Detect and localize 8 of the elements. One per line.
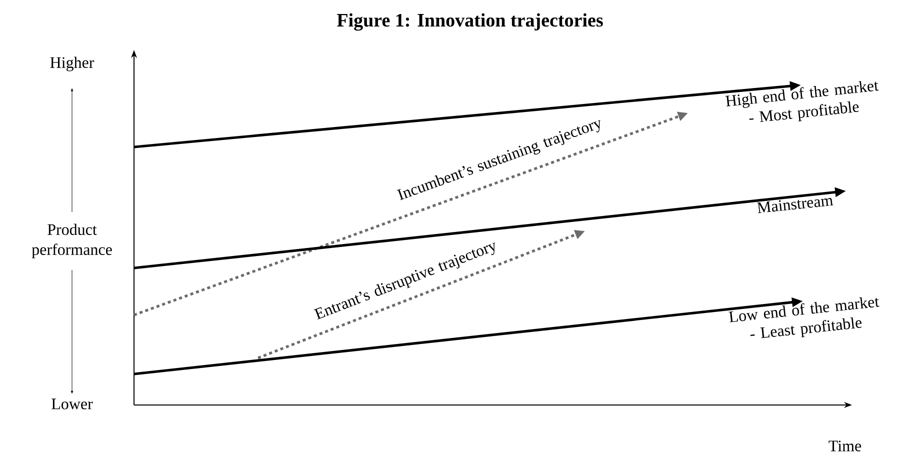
axis-label: Lower bbox=[52, 398, 93, 410]
trajectory-label: Low end of the market - Least profitable bbox=[728, 297, 880, 338]
trajectory-label: Mainstream bbox=[756, 198, 834, 214]
axis-label: Time bbox=[828, 440, 862, 452]
title: Figure 1: Innovation trajectories bbox=[337, 13, 603, 31]
trajectory-label: High end of the market - Most profitable bbox=[725, 81, 879, 122]
axis-label: Higher bbox=[50, 56, 94, 72]
axis-label: Product performance bbox=[32, 224, 112, 258]
